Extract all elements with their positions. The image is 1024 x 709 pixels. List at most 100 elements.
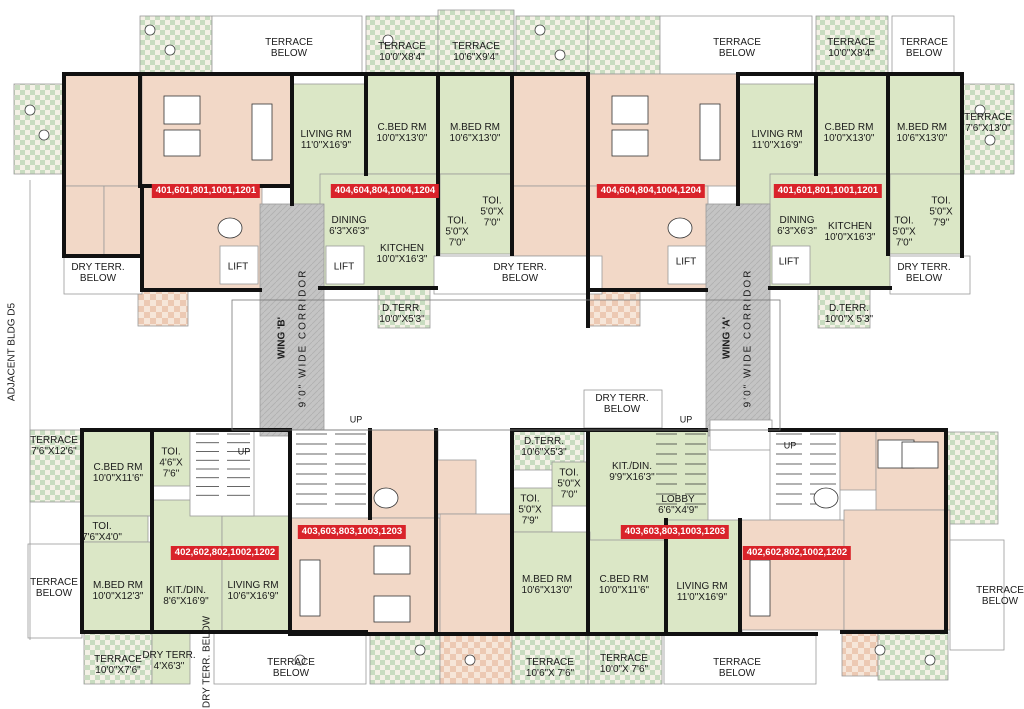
room-label: M.BED RM 10'6"X13'0" bbox=[896, 122, 948, 144]
room-label: TERRACE 10'6"X 7'6" bbox=[525, 657, 575, 679]
planter bbox=[294, 654, 306, 666]
terrace-area bbox=[13, 83, 69, 175]
bathroom-area bbox=[511, 185, 589, 257]
room-label: DRY TERR. BELOW bbox=[493, 262, 547, 284]
terrace-area bbox=[587, 633, 663, 685]
stair-area bbox=[189, 429, 255, 517]
room-label: LIFT bbox=[778, 256, 800, 268]
planter bbox=[534, 24, 546, 36]
terrace-area bbox=[877, 631, 949, 681]
room-label: LOBBY 6'6"X4'9" bbox=[658, 494, 698, 516]
bedroom-area bbox=[63, 73, 143, 187]
dining-table bbox=[813, 487, 839, 509]
terrace-area bbox=[369, 633, 441, 685]
room-label: TOI. 5'0"X 7'9" bbox=[929, 195, 953, 229]
planter bbox=[414, 644, 426, 656]
bedroom-area bbox=[511, 73, 593, 187]
balcony-area bbox=[137, 289, 189, 327]
terrace-area bbox=[439, 633, 517, 685]
unit-number-badge: 402,602,802,1002,1202 bbox=[170, 546, 280, 560]
room-label: TERRACE BELOW bbox=[30, 577, 78, 599]
room-label: TERRACE 7'6"X12'6" bbox=[30, 435, 78, 457]
room-label: D.TERR. 10'6"X5'3" bbox=[521, 436, 567, 458]
bedroom-area bbox=[439, 513, 513, 635]
unit-number-badge: 401,601,801,1001,1201 bbox=[773, 184, 883, 198]
bedroom-area bbox=[365, 73, 439, 175]
terrace-below-area bbox=[949, 539, 1005, 651]
unit-number-badge: 402,602,802,1002,1202 bbox=[742, 546, 852, 560]
dining-table bbox=[373, 487, 399, 509]
room-label: TOI. 5'0"X 7'0" bbox=[480, 195, 504, 229]
terrace-below-area bbox=[213, 631, 367, 685]
terrace-below-area bbox=[211, 15, 363, 75]
planter bbox=[464, 654, 476, 666]
terrace-below-area bbox=[659, 15, 813, 75]
planter bbox=[164, 44, 176, 56]
lift-area bbox=[325, 245, 365, 285]
wing-b-label: WING 'B' bbox=[276, 317, 288, 359]
bedroom-area bbox=[843, 509, 951, 631]
bedroom-area bbox=[511, 531, 591, 635]
room-label: TOI. 5'0"X 7'0" bbox=[557, 467, 581, 501]
adjacent-building-label: ADJACENT BLDG D5 bbox=[6, 302, 18, 402]
bedroom-area bbox=[81, 541, 153, 633]
bed bbox=[373, 545, 411, 575]
bedroom-area bbox=[887, 73, 963, 175]
terrace-area bbox=[815, 15, 889, 75]
balcony-area bbox=[841, 631, 879, 677]
terrace-area bbox=[587, 15, 661, 75]
dry-terrace-area bbox=[377, 287, 431, 329]
stair-up-label: UP bbox=[783, 440, 797, 451]
room-label: TERRACE BELOW bbox=[265, 37, 313, 59]
bed bbox=[901, 441, 939, 469]
room-label: TOI. 4'6"X 7'6" bbox=[159, 446, 183, 480]
room-label: C.BED RM 10'0"X13'0" bbox=[376, 122, 428, 144]
bathroom-area bbox=[839, 429, 877, 491]
planter bbox=[874, 644, 886, 656]
room-label: M.BED RM 10'6"X13'0" bbox=[521, 574, 573, 596]
unit-number-badge: 404,604,804,1004,1204 bbox=[330, 184, 440, 198]
bedroom-area bbox=[587, 539, 667, 635]
room-label: LIVING RM 10'6"X16'9" bbox=[227, 580, 279, 602]
room-label: D.TERR. 10'0"X5'3" bbox=[379, 303, 425, 325]
dry-terrace-below-area bbox=[63, 255, 143, 295]
balcony-area bbox=[587, 289, 641, 327]
dining-table bbox=[217, 217, 243, 239]
planter bbox=[144, 24, 156, 36]
terrace-area bbox=[515, 15, 589, 75]
terrace-below-area bbox=[27, 543, 83, 639]
stair-up-label: UP bbox=[679, 414, 693, 425]
room-label: M.BED RM 10'6"X13'0" bbox=[449, 122, 501, 144]
planter bbox=[924, 654, 936, 666]
bed bbox=[373, 595, 411, 623]
room-label: C.BED RM 10'0"X11'6" bbox=[598, 574, 650, 596]
room-label: TOI. 5'0"X 7'9" bbox=[518, 493, 542, 527]
bedroom-area bbox=[437, 73, 513, 175]
planter bbox=[984, 134, 996, 146]
room-label: D.TERR. 10'0"X 5'3" bbox=[824, 303, 874, 325]
bathroom-area bbox=[435, 459, 477, 515]
terrace-below-area bbox=[663, 633, 817, 685]
planter bbox=[38, 129, 50, 141]
living-room-area bbox=[665, 519, 743, 635]
bathroom-area bbox=[889, 173, 963, 255]
lobby-area bbox=[709, 419, 773, 451]
room-label: KIT./DIN. 8'6"X16'9" bbox=[163, 585, 209, 607]
room-label: DINING 6'3"X6'3" bbox=[777, 215, 817, 237]
corridor-area bbox=[705, 203, 771, 437]
terrace-area bbox=[437, 9, 515, 75]
room-label: DRY TERR. BELOW bbox=[595, 393, 649, 415]
sofa bbox=[749, 559, 771, 617]
room-label: LIFT bbox=[333, 261, 355, 273]
planter bbox=[382, 34, 394, 46]
wing-a-corridor-label: 9'0" WIDE CORRIDOR bbox=[742, 268, 754, 408]
room-label: LIVING RM 11'0"X16'9" bbox=[300, 129, 352, 151]
dry-terrace-area bbox=[817, 287, 871, 329]
bathroom-area bbox=[439, 173, 513, 255]
room-label: TERRACE 10'0"X 7'6" bbox=[599, 653, 649, 675]
dry-terrace-below-area bbox=[889, 255, 971, 295]
room-label: LIFT bbox=[227, 261, 249, 273]
room-label: LIVING RM 11'0"X16'9" bbox=[676, 581, 728, 603]
room-label: LIFT bbox=[675, 256, 697, 268]
